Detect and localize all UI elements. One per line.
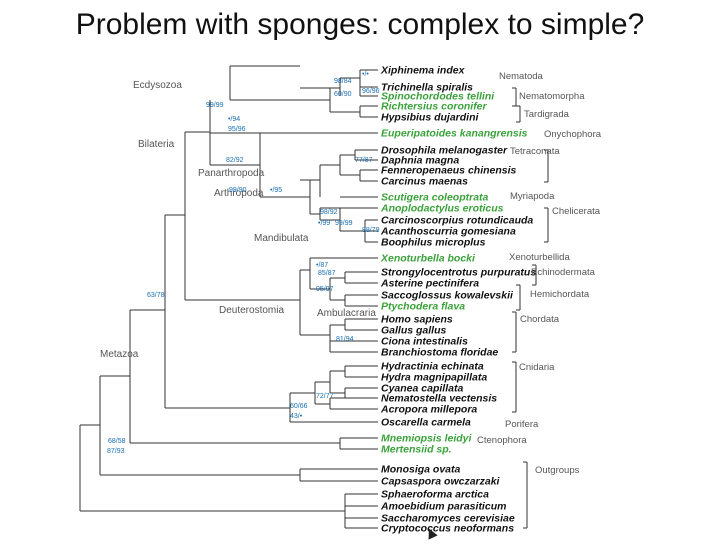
tree-branches (79, 65, 549, 529)
taxon-label: Oscarella carmela (381, 417, 471, 429)
support-value: 99/90 (229, 187, 247, 194)
group-label: Cnidaria (519, 362, 555, 373)
taxon-label: Monosiga ovata (381, 464, 461, 476)
clade-label: Ambulacraria (317, 308, 376, 319)
clade-label: Deuterostomia (219, 305, 284, 316)
taxon-label: Acanthoscurria gomesiana (380, 226, 516, 238)
taxon-label: Xenoturbella bocki (380, 253, 476, 265)
taxon-label: Ptychodera flava (381, 301, 465, 313)
taxon-label: Hypsibius dujardini (381, 112, 480, 124)
support-value: 60/90 (334, 91, 352, 98)
taxon-label: Anoplodactylus eroticus (380, 203, 504, 215)
clade-label: Panarthropoda (198, 168, 265, 179)
support-value: 68/58 (108, 438, 126, 445)
support-value: •/87 (316, 262, 328, 269)
taxon-label: Drosophila melanogaster (381, 145, 508, 157)
support-value: 63/78 (147, 292, 165, 299)
support-value: 85/87 (318, 270, 336, 277)
group-label: Onychophora (544, 129, 602, 140)
taxon-label: Fenneropenaeus chinensis (381, 165, 517, 177)
support-value: 99/99 (335, 220, 353, 227)
group-label: Nematoda (499, 71, 544, 82)
clade-label: Metazoa (100, 349, 139, 360)
clade-label: Ecdysozoa (133, 80, 182, 91)
slide-title: Problem with sponges: complex to simple? (75, 8, 645, 41)
support-value: •/94 (228, 116, 240, 123)
group-label: Echinodermata (531, 267, 596, 278)
support-value: •/95 (270, 187, 282, 194)
taxon-label: Richtersius coronifer (381, 101, 488, 113)
support-value: 95/96 (228, 126, 246, 133)
group-label: Ctenophora (477, 435, 527, 446)
taxon-label: Nematostella vectensis (381, 393, 497, 405)
support-value: 96/96 (362, 88, 380, 95)
support-value: 87/93 (107, 448, 125, 455)
taxon-label: Saccoglossus kowalevskii (381, 290, 514, 302)
taxon-label: Mertensiid sp. (381, 444, 452, 456)
taxon-label: Mnemiopsis leidyi (381, 433, 473, 445)
taxon-label: Daphnia magna (381, 155, 459, 167)
clade-label: Mandibulata (254, 233, 309, 244)
support-value: 95/97 (316, 286, 334, 293)
taxon-label: Trichinella spiralis (381, 82, 473, 94)
taxon-label: Boophilus microplus (381, 237, 486, 249)
taxon-label: Hydractinia echinata (381, 361, 484, 373)
group-label: Porifera (505, 419, 539, 430)
taxon-label: Euperipatoides kanangrensis (381, 128, 528, 140)
support-value: 98/92 (320, 209, 338, 216)
clade-label: Bilateria (138, 139, 175, 150)
group-label: Xenoturbellida (509, 252, 570, 263)
group-label: Hemichordata (530, 289, 590, 300)
support-value: 99/99 (206, 102, 224, 109)
taxon-label: Spinochordodes tellini (381, 91, 495, 103)
taxon-label: Xiphinema index (380, 65, 466, 77)
group-label: Chelicerata (552, 206, 601, 217)
taxon-label: Capsaspora owczarzaki (381, 476, 501, 488)
taxon-label: Gallus gallus (381, 325, 447, 337)
group-label: Outgroups (535, 465, 580, 476)
group-label: Myriapoda (510, 191, 555, 202)
taxon-label: Asterine pectinifera (380, 278, 479, 290)
taxon-label: Ciona intestinalis (381, 336, 468, 348)
taxon-label: Carcinus maenas (381, 176, 468, 188)
support-value: 82/92 (226, 157, 244, 164)
taxon-label: Cryptococcus neoformans (381, 523, 514, 535)
support-value: •/99 (318, 220, 330, 227)
support-value: 98/84 (334, 78, 352, 85)
support-value: •/• (362, 71, 369, 78)
support-value: 43/• (290, 413, 303, 420)
group-label: Chordata (520, 314, 560, 325)
taxon-label: Branchiostoma floridae (381, 347, 498, 359)
support-value: 77/87 (355, 157, 373, 164)
support-value: 88/79 (362, 227, 380, 234)
support-value: 60/66 (290, 403, 308, 410)
taxon-label: Cyanea capillata (381, 383, 463, 395)
taxon-label: Homo sapiens (381, 314, 453, 326)
taxon-label: Scutigera coleoptrata (381, 192, 489, 204)
taxon-label: Saccharomyces cerevisiae (381, 513, 515, 525)
taxon-label: Hydra magnipapillata (381, 372, 487, 384)
group-label: Tardigrada (524, 109, 570, 120)
taxon-label: Acropora millepora (380, 404, 477, 416)
group-label: Tetraconata (510, 146, 560, 157)
taxon-label: Amoebidium parasiticum (380, 501, 506, 513)
support-value: 72/77 (316, 393, 334, 400)
clade-label: Arthropoda (214, 188, 264, 199)
support-value: 81/94 (336, 336, 354, 343)
group-label: Nematomorpha (519, 91, 585, 102)
taxon-label: Sphaeroforma arctica (381, 489, 489, 501)
taxon-label: Carcinoscorpius rotundicauda (381, 215, 533, 227)
taxon-label: Strongylocentrotus purpuratus (381, 267, 536, 279)
